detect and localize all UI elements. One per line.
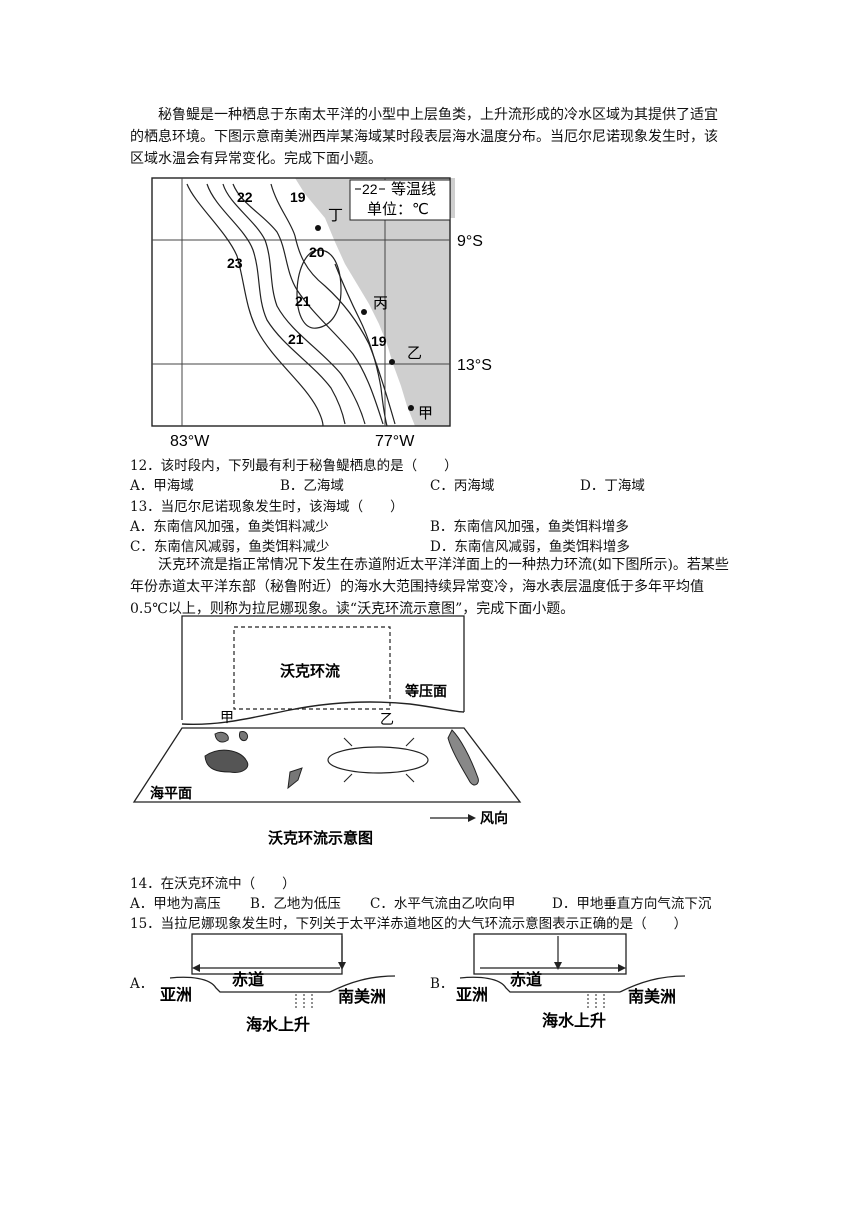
point-jia [408, 405, 414, 411]
q14-option-b[interactable]: B．乙地为低压 [250, 896, 341, 912]
isotherm-23 [186, 183, 324, 427]
q12-option-a[interactable]: A．甲海域 [130, 478, 194, 494]
isobar-curve [181, 701, 465, 726]
walker-caption: 沃克环流示意图 [268, 829, 373, 847]
q14-option-d[interactable]: D．甲地垂直方向气流下沉 [552, 896, 712, 912]
q12-stem: 12．该时段内，下列最有利于秘鲁鳀栖息的是（ ） [130, 458, 458, 474]
intro-paragraph-2: 沃克环流是指正常情况下发生在赤道附近太平洋洋面上的一种热力环流(如下图所示)。若… [130, 557, 729, 617]
arrow-se [405, 773, 415, 783]
point-label-yi: 乙 [407, 345, 422, 362]
arrow-east-head-b [618, 964, 626, 972]
point-label-ding: 丁 [328, 207, 343, 224]
label-asia-b: 亚洲 [456, 986, 488, 1004]
coast-asia-a [169, 976, 330, 993]
label-wind: 风向 [480, 810, 508, 826]
lat-label-9s: 9°S [457, 233, 483, 250]
coast-sa-a [329, 975, 396, 993]
label-yi: 乙 [380, 711, 394, 727]
arrow-down-head-a [338, 962, 346, 970]
lon-label-77w: 77°W [375, 433, 415, 450]
iso-label-19-bottom: 19 [371, 333, 387, 349]
q14-option-c[interactable]: C．水平气流由乙吹向甲 [370, 896, 516, 912]
isotherm-19-left [270, 183, 396, 425]
q12-option-b[interactable]: B．乙海域 [280, 478, 344, 494]
wind-arrow-head [468, 814, 476, 822]
isotherm-map: 22 等温线 单位：℃ 22 19 20 23 21 21 19 9°S 13°… [151, 177, 492, 450]
iso-label-22: 22 [237, 189, 253, 205]
q13-stem: 13．当厄尔尼诺现象发生时，该海域（ ） [130, 499, 404, 515]
intro-paragraph-1: 秘鲁鳀是一种栖息于东南太平洋的小型中上层鱼类，上升流形成的冷水区域为其提供了适宜… [130, 107, 718, 167]
point-yi [389, 359, 395, 365]
lat-label-13s: 13°S [457, 357, 492, 374]
walker-circulation-diagram: 沃克环流 等压面 甲 乙 海平面 风向 沃克环流示意图 [132, 615, 522, 847]
label-sa-b: 南美洲 [628, 987, 676, 1006]
isotherm-19-right [334, 263, 388, 427]
legend-sample: 22 [362, 181, 378, 197]
isotherm-21 [222, 183, 366, 425]
landmass-asia-islands [214, 731, 229, 743]
iso-label-20: 20 [309, 244, 325, 260]
q14-stem: 14．在沃克环流中（ ） [130, 876, 296, 892]
landmass-south-america [447, 729, 479, 786]
iso-label-19-top: 19 [290, 189, 306, 205]
iso-label-23: 23 [227, 255, 243, 271]
q13-option-b[interactable]: B．东南信风加强，鱼类饵料增多 [430, 519, 629, 535]
legend-label: 等温线 [391, 180, 436, 198]
label-asia-a: 亚洲 [160, 986, 192, 1004]
iso-label-21-a: 21 [295, 293, 311, 309]
q12-option-c[interactable]: C．丙海域 [430, 478, 495, 494]
landmass-island [239, 731, 249, 741]
q15-stem: 15．当拉尼娜现象发生时，下列关于太平洋赤道地区的大气环流示意图表示正确的是（ … [130, 916, 688, 932]
sea-plane [132, 727, 522, 803]
coast-asia-b [459, 976, 620, 993]
q12-option-d[interactable]: D．丁海域 [580, 478, 645, 494]
q13-option-a[interactable]: A．东南信风加强，鱼类饵料减少 [130, 519, 329, 535]
atmosphere-box [181, 615, 465, 720]
legend-unit: 单位：℃ [367, 201, 429, 218]
q15-diagram-a[interactable]: 赤道 亚洲 南美洲 海水上升 [150, 928, 415, 1038]
label-isobar: 等压面 [405, 683, 447, 699]
q15-option-a-label[interactable]: A． [130, 976, 154, 992]
arrow-ne [405, 737, 415, 747]
label-walker: 沃克环流 [280, 662, 340, 680]
label-upwelling-a: 海水上升 [246, 1015, 310, 1034]
legend-box [349, 179, 451, 221]
q13-option-d[interactable]: D．东南信风减弱，鱼类饵料增多 [430, 539, 630, 555]
walker-dashed-loop [233, 626, 391, 710]
point-bing [361, 309, 367, 315]
arrow-west-head-a [192, 964, 200, 972]
arrow-down-head-b [554, 962, 562, 970]
high-pressure-ellipse [327, 746, 429, 774]
landmass-new-zealand [287, 767, 303, 790]
label-sea-level: 海平面 [150, 785, 192, 801]
isotherm-22 [206, 183, 346, 425]
point-label-jia: 甲 [418, 405, 433, 422]
circ-box-b [473, 933, 627, 975]
q15-diagram-b[interactable]: 赤道 亚洲 南美洲 海水上升 [450, 928, 715, 1038]
q15-option-b-label[interactable]: B． [430, 976, 454, 992]
lon-label-83w: 83°W [170, 433, 210, 450]
arrow-nw [343, 737, 353, 747]
label-upwelling-b: 海水上升 [542, 1011, 606, 1030]
arrow-sw [343, 773, 353, 783]
point-label-bing: 丙 [373, 295, 388, 312]
iso-label-21-b: 21 [288, 331, 304, 347]
label-equator-b: 赤道 [510, 970, 542, 989]
point-ding [315, 225, 321, 231]
q13-option-c[interactable]: C．东南信风减弱，鱼类饵料减少 [130, 539, 330, 555]
map-frame [151, 177, 451, 427]
coast-sa-b [619, 975, 686, 993]
label-jia: 甲 [220, 709, 234, 725]
q14-option-a[interactable]: A．甲地为高压 [130, 896, 221, 912]
label-equator-a: 赤道 [232, 970, 264, 989]
label-sa-a: 南美洲 [338, 987, 386, 1006]
landmass-australia [204, 749, 249, 773]
